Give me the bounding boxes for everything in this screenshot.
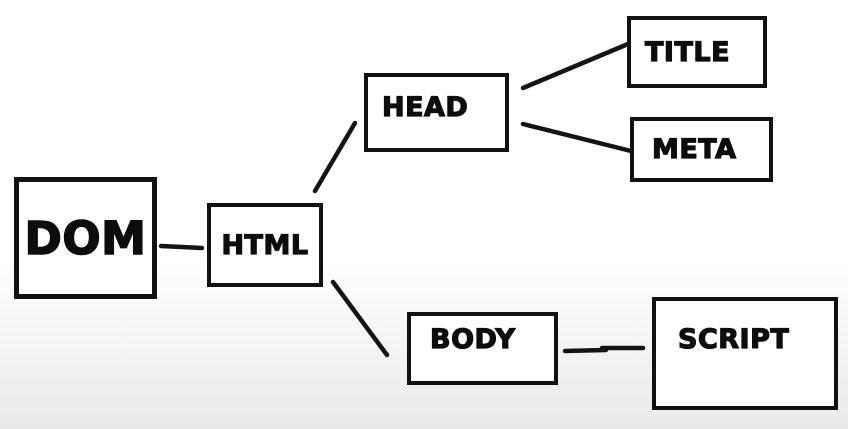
node-html: HTML <box>207 203 323 287</box>
node-script-label: SCRIPT <box>677 323 790 355</box>
node-dom-label: DOM <box>24 211 147 266</box>
node-head-label: HEAD <box>381 91 469 123</box>
edge-body-script-line <box>562 347 609 354</box>
node-dom: DOM <box>14 177 157 299</box>
node-html-label: HTML <box>221 229 309 261</box>
node-meta: META <box>630 117 773 182</box>
edge-head-title-line <box>520 41 631 91</box>
node-head: HEAD <box>364 73 509 152</box>
node-script: SCRIPT <box>652 297 838 410</box>
edge-html-body-line <box>330 279 390 358</box>
node-meta-label: META <box>651 133 737 165</box>
node-body: BODY <box>407 312 558 385</box>
edge-dom-html-line <box>158 243 205 251</box>
edge-html-head-line <box>312 120 358 194</box>
node-title-label: TITLE <box>644 36 731 68</box>
node-title: TITLE <box>627 16 767 88</box>
node-body-label: BODY <box>429 323 516 355</box>
edge-head-meta-line <box>520 121 634 154</box>
